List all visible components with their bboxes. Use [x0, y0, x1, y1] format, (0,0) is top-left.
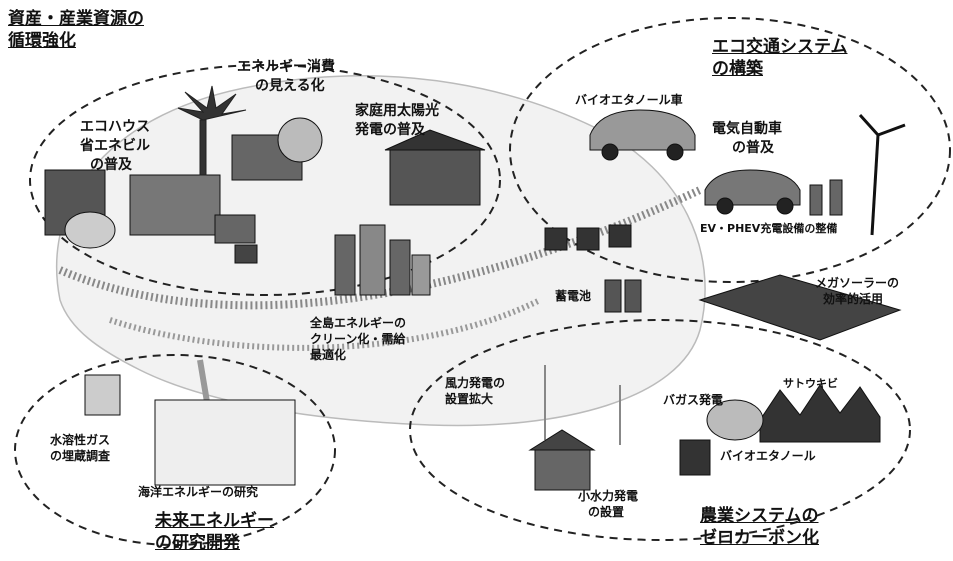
storage-units — [544, 224, 642, 313]
sugarcane-field — [759, 384, 881, 443]
label-water-gas: 水溶性ガス の埋蔵調査 — [50, 433, 111, 463]
hydro-facility — [528, 429, 596, 491]
central-city — [334, 224, 431, 296]
label-home-solar: 家庭用太陽光 発電の普及 — [355, 103, 439, 138]
wind-turbine — [858, 113, 906, 236]
label-energy-visualization: エネルギー消費 の見える化 — [237, 59, 335, 94]
label-eco-house: エコハウス 省エネビル の普及 — [80, 119, 150, 173]
label-mega-solar: メガソーラーの 効率的活用 — [815, 276, 900, 306]
home-solar-house — [384, 129, 486, 206]
wind-turbines-bottom — [544, 365, 621, 445]
label-storage-battery: 蓄電池 — [555, 289, 592, 303]
smart-meter-house — [231, 117, 323, 181]
label-wind-power: 風力発電の 設置拡大 — [445, 376, 506, 406]
zone-boundary-eco-transport — [509, 17, 951, 283]
label-ev-charging: EV・PHEV充電設備の整備 — [700, 222, 838, 235]
zone-title-agriculture: 農業システムの ゼロカーボン化 — [700, 506, 819, 548]
zone-boundary-agriculture — [409, 319, 911, 541]
vehicles — [589, 109, 843, 216]
palm-tree — [177, 85, 247, 176]
research-materials — [84, 374, 296, 486]
zone-boundary-future-energy — [14, 354, 336, 546]
label-ocean-energy: 海洋エネルギーの研究 — [138, 485, 259, 499]
label-bioethanol-car: バイオエタノール車 — [575, 93, 683, 107]
label-ev-spread: 電気自動車 の普及 — [712, 121, 782, 156]
label-bagasse: バガス発電 — [663, 393, 724, 407]
zone-boundary-eco-city — [29, 64, 501, 296]
label-sugarcane: サトウキビ — [783, 377, 838, 390]
label-small-hydro: 小水力発電 の設置 — [578, 489, 639, 519]
bagasse-plant — [679, 399, 764, 476]
zone-title-future-energy: 未来エネルギー の研究開発 — [155, 511, 274, 553]
mega-solar-array — [698, 274, 902, 341]
label-bioethanol: バイオエタノール — [720, 449, 816, 463]
eco-house-buildings — [44, 169, 258, 264]
label-island-clean-energy: 全島エネルギーの クリーン化・需給 最適化 — [310, 316, 407, 362]
zone-title-eco-transport: エコ交通システム の構築 — [712, 37, 848, 79]
zone-title-resource-circulation: 資産・産業資源の 循環強化 — [8, 9, 144, 51]
